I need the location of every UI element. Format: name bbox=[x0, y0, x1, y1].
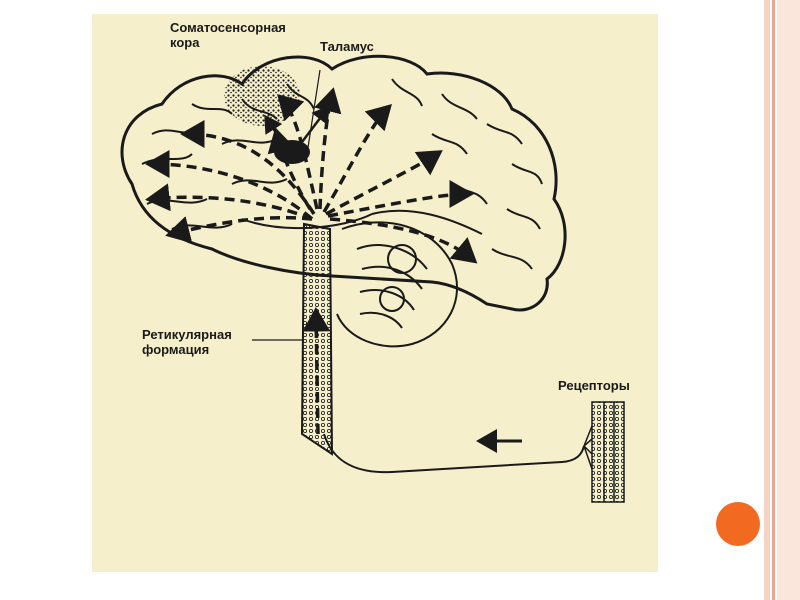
brainstem bbox=[300, 222, 334, 456]
somatosensory-area bbox=[224, 66, 300, 126]
receptor-tissue bbox=[583, 401, 625, 503]
diagram-panel: Соматосенсорная кора Таламус Ретикулярна… bbox=[92, 14, 658, 572]
accent-dot bbox=[716, 502, 760, 546]
label-leaders bbox=[252, 69, 321, 341]
cerebrum-outline bbox=[120, 54, 567, 312]
brain-gyri bbox=[141, 78, 543, 270]
label-thalamus: Таламус bbox=[320, 39, 374, 54]
brain-illustration bbox=[120, 54, 625, 503]
border-stripe-inner bbox=[772, 0, 775, 600]
thalamus-to-cortex-arrows bbox=[264, 105, 331, 143]
slide-right-border bbox=[764, 0, 800, 600]
activation-arrows bbox=[145, 87, 478, 435]
label-reticular-formation: Ретикулярная формация bbox=[142, 327, 232, 357]
border-stripe-outer bbox=[764, 0, 770, 600]
cerebellum bbox=[336, 221, 458, 348]
border-stripe-fill bbox=[777, 0, 800, 600]
afferent-nerve bbox=[323, 433, 585, 474]
label-receptors: Рецепторы bbox=[558, 378, 630, 393]
label-somatosensory-cortex: Соматосенсорная кора bbox=[170, 20, 286, 50]
